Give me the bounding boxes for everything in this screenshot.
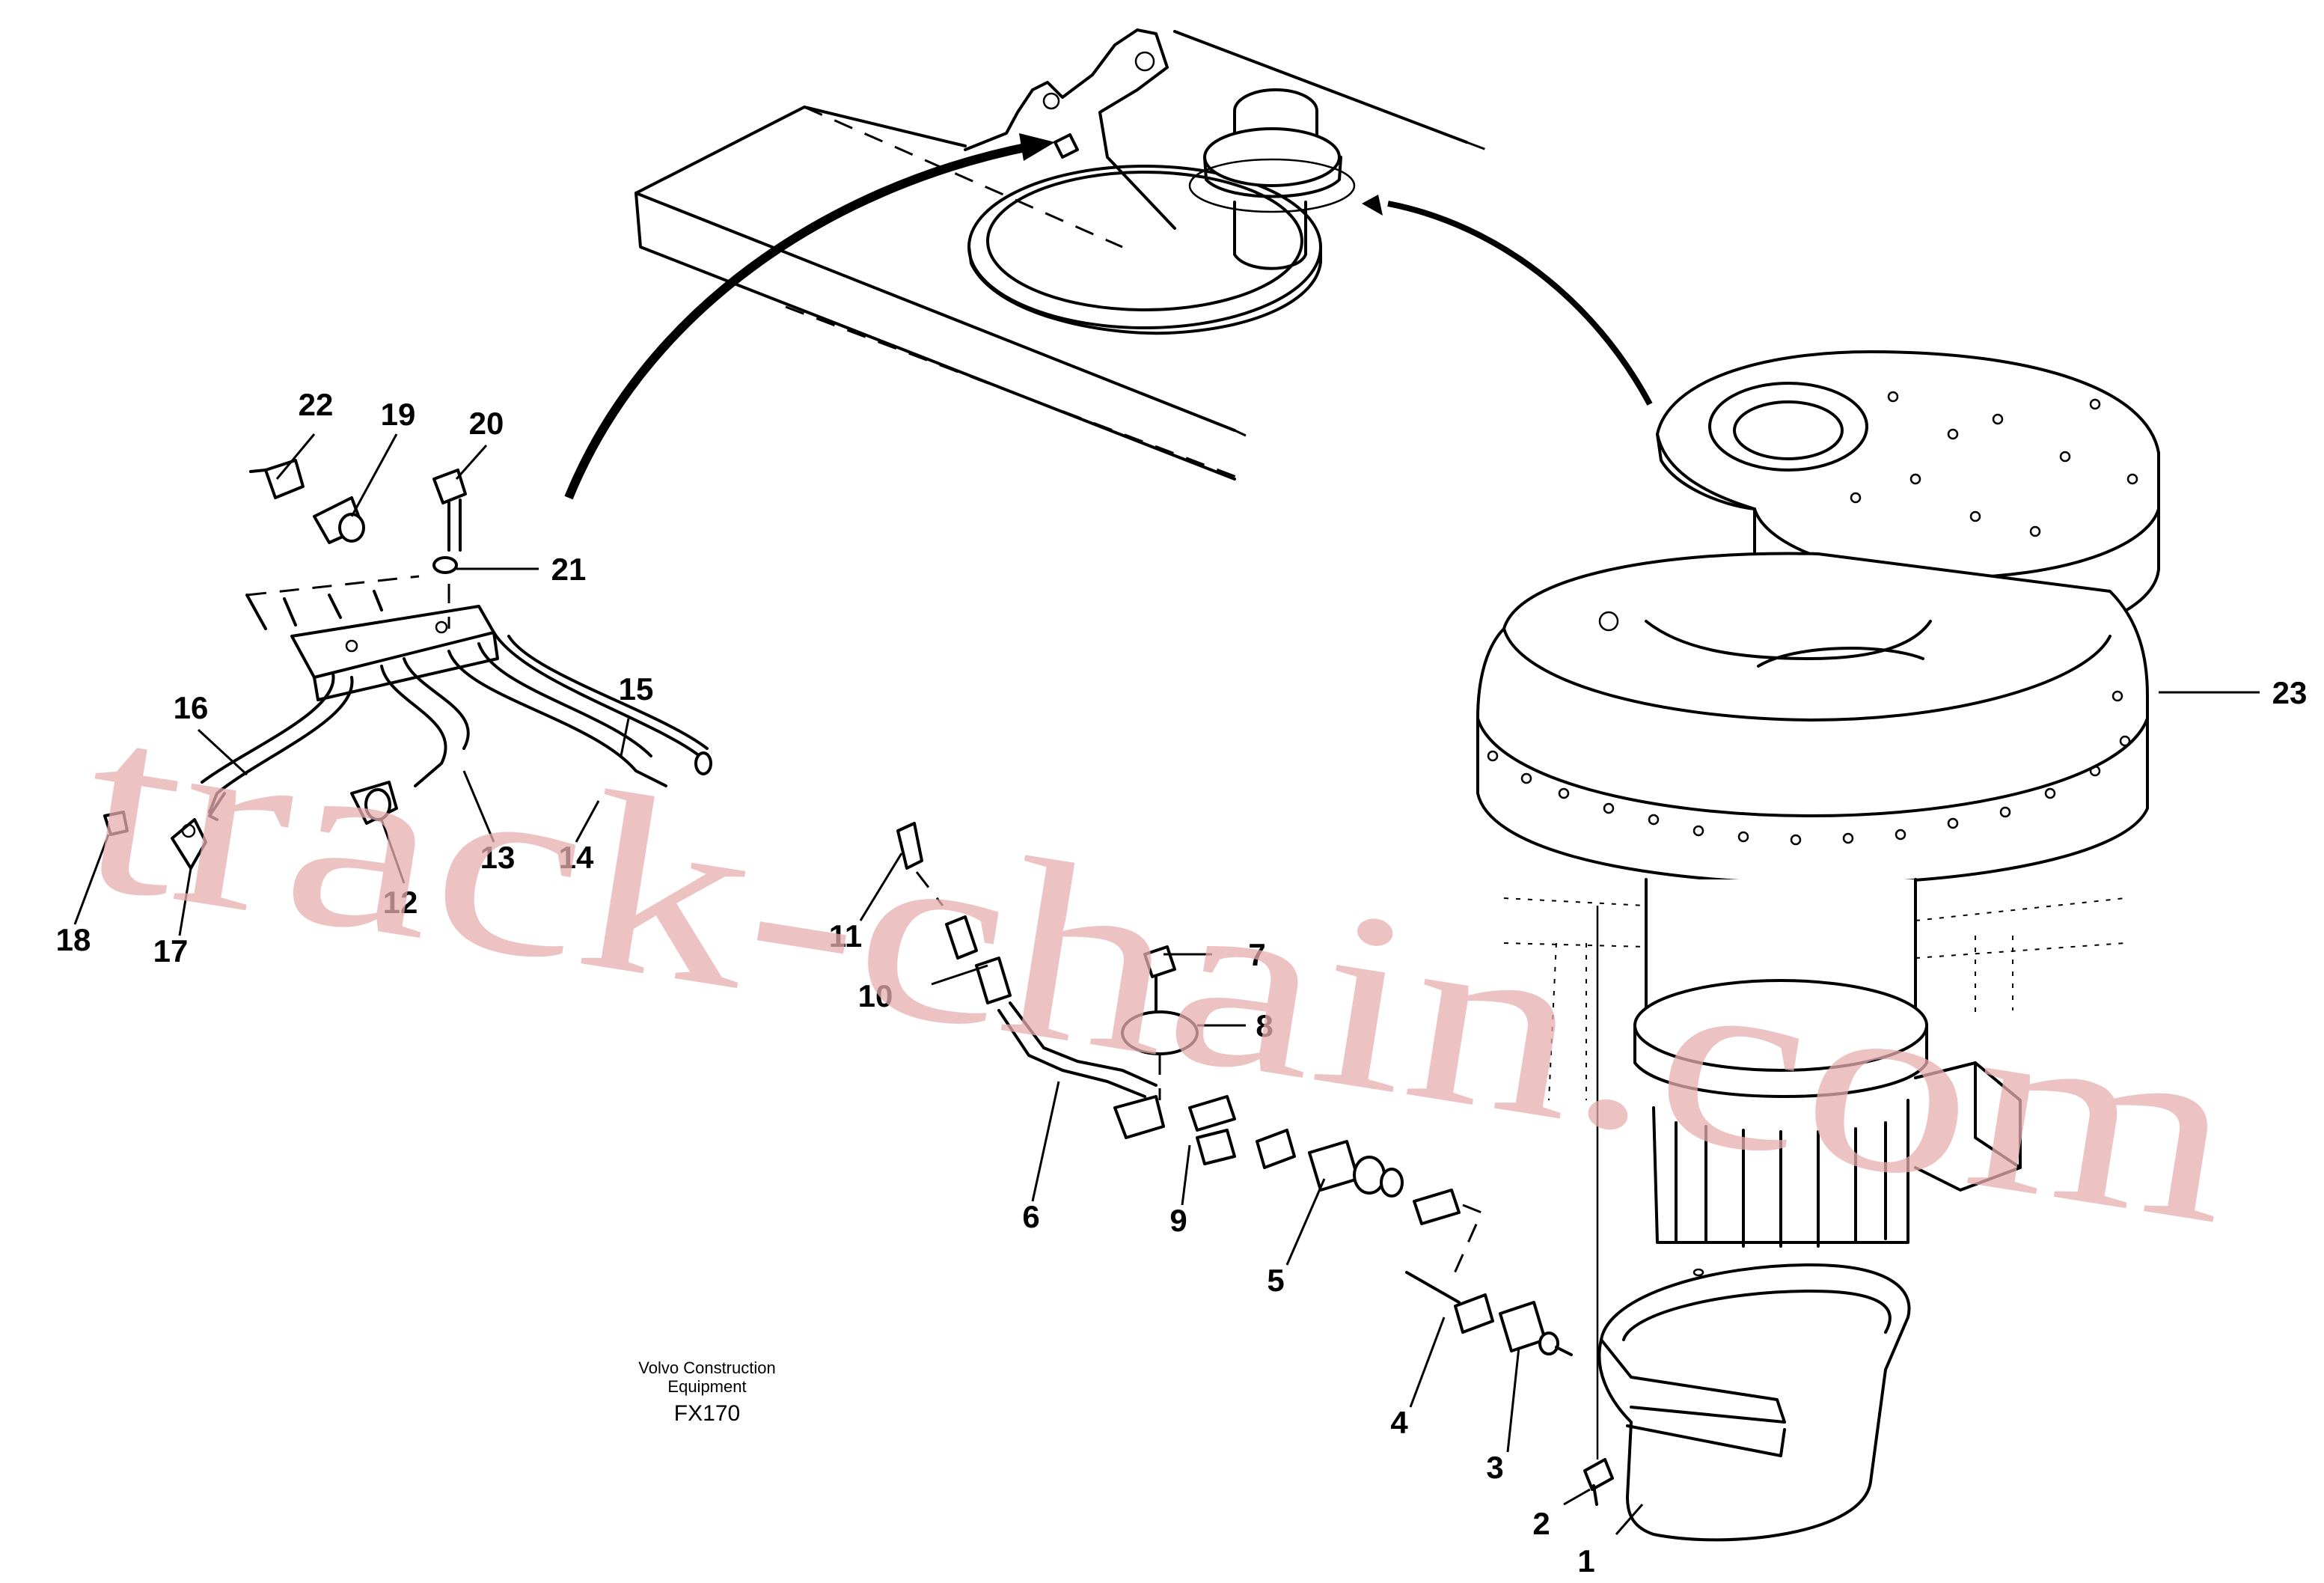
bolt-2 <box>1583 906 1614 1506</box>
callout-23: 23 <box>2272 675 2308 710</box>
callout-9: 9 <box>1169 1203 1187 1238</box>
callout-15: 15 <box>619 671 654 707</box>
assembly-arrows <box>564 133 1653 500</box>
callout-2: 2 <box>1532 1506 1550 1541</box>
callout-21: 21 <box>551 552 587 587</box>
callout-5: 5 <box>1267 1263 1284 1298</box>
callout-20: 20 <box>469 406 504 441</box>
swing-ring-assembly <box>964 28 1356 335</box>
callout-7: 7 <box>1248 937 1265 972</box>
pinion-cover-1 <box>1597 1263 1911 1542</box>
upper-frame-plate <box>634 30 1497 481</box>
caption-block: Volvo Construction Equipment FX170 <box>638 1358 775 1426</box>
callout-12: 12 <box>383 885 418 920</box>
callout-19: 19 <box>381 397 416 432</box>
callout-10: 10 <box>858 978 893 1013</box>
caption-maker: Volvo Construction <box>638 1358 775 1377</box>
caption-code: FX170 <box>674 1401 740 1426</box>
callout-4: 4 <box>1390 1405 1408 1440</box>
flange-bolt-holes <box>1487 690 2131 846</box>
callout-14: 14 <box>559 840 594 875</box>
caption-maker-line2: Equipment <box>667 1377 746 1396</box>
callout-18: 18 <box>56 922 91 957</box>
swing-gearbox-23 <box>1476 350 2160 1248</box>
callout-13: 13 <box>480 840 516 875</box>
callout-1: 1 <box>1577 1543 1594 1579</box>
leader-lines <box>73 433 2260 1535</box>
callout-22: 22 <box>299 387 334 422</box>
callout-labels: 1 2 3 4 5 6 7 8 9 10 11 12 13 14 15 16 1… <box>56 387 2308 1579</box>
callout-17: 17 <box>153 933 189 969</box>
manifold-block-group <box>103 459 712 870</box>
callout-3: 3 <box>1486 1450 1503 1485</box>
callout-6: 6 <box>1022 1199 1039 1234</box>
callout-16: 16 <box>174 690 209 725</box>
callout-8: 8 <box>1256 1008 1273 1043</box>
callout-11: 11 <box>829 918 862 954</box>
